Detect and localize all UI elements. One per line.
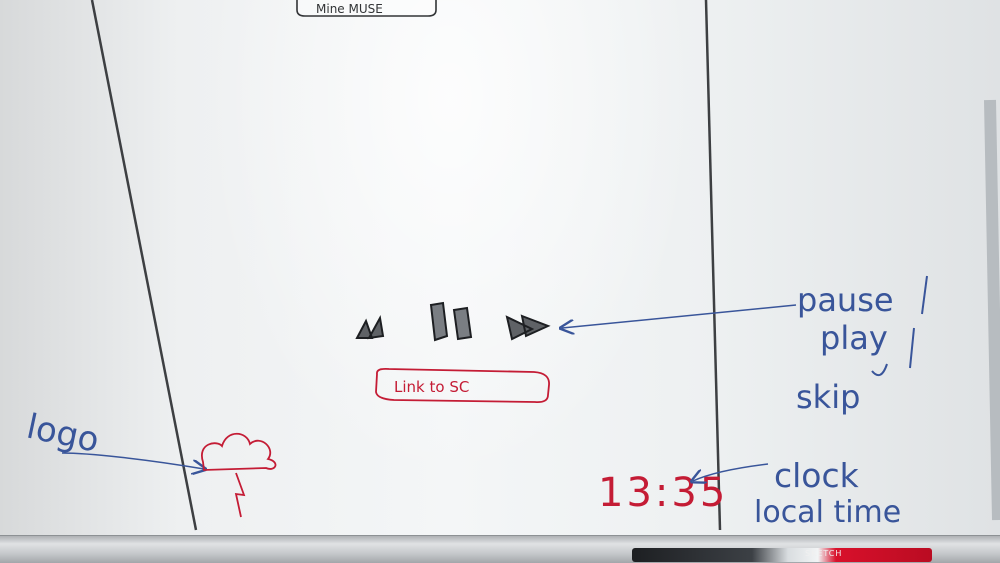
marker-label: SKETCH	[805, 549, 843, 558]
right-margin-line	[704, 0, 722, 531]
clock-label: clock	[774, 456, 860, 495]
play-label: play	[820, 319, 888, 357]
play-check	[871, 363, 888, 377]
controls-arrow	[562, 304, 797, 328]
top-label-text: Mine MUSE	[316, 2, 383, 16]
pause-slash	[921, 275, 928, 315]
top-label-box	[296, 0, 437, 17]
logo-arrow	[61, 452, 204, 469]
playback-controls	[355, 301, 551, 342]
marker	[632, 548, 932, 562]
local-time-label: local time	[754, 495, 901, 530]
pause-icon	[429, 301, 473, 342]
cloud-logo-icon	[201, 432, 277, 518]
pause-label: pause	[797, 281, 894, 319]
link-to-sc-label: Link to SC	[394, 378, 469, 396]
clock-arrow	[693, 463, 769, 481]
skip-label: skip	[796, 378, 860, 416]
forward-icon	[505, 314, 551, 341]
board-right-edge	[984, 99, 1000, 521]
link-to-sc-button[interactable]	[375, 367, 550, 404]
left-margin-line	[90, 0, 198, 531]
clock-value: 13:35	[598, 470, 728, 516]
rewind-icon	[355, 314, 385, 340]
play-slash	[909, 327, 915, 369]
